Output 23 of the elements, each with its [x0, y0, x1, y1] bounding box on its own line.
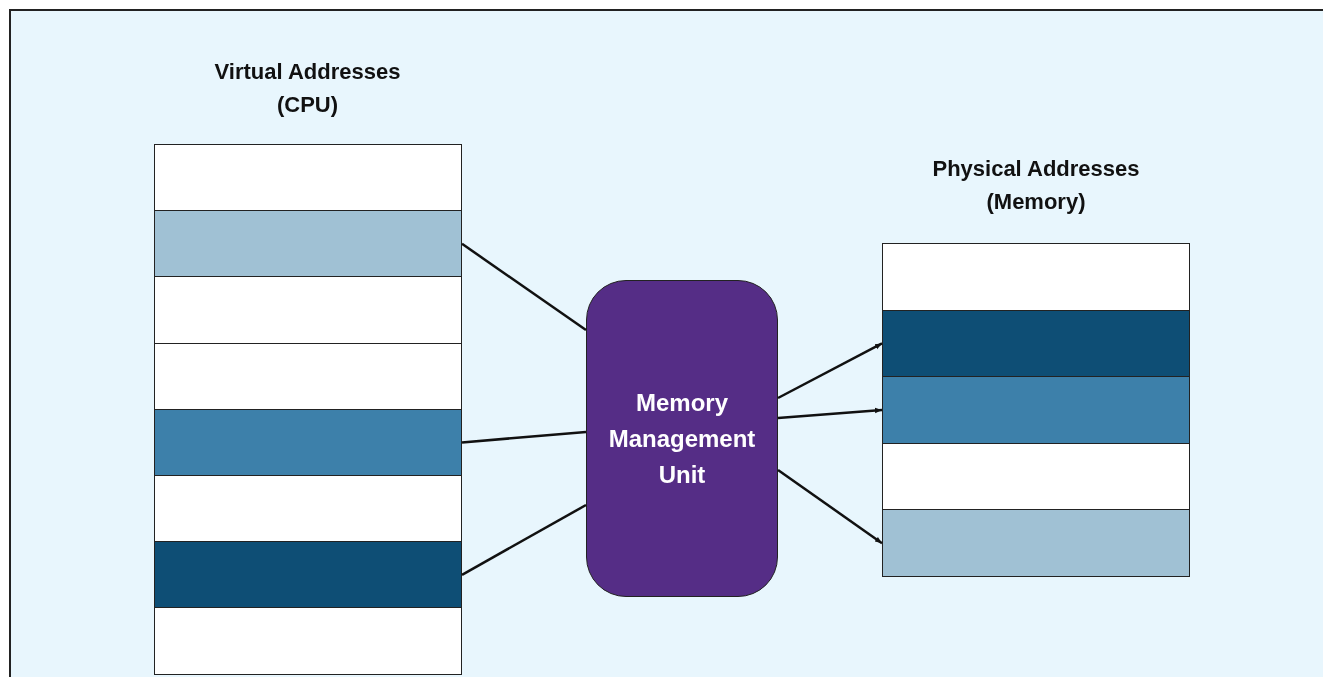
memory-block	[154, 210, 462, 278]
memory-block	[882, 243, 1190, 311]
memory-block	[154, 607, 462, 675]
memory-block	[882, 309, 1190, 378]
arrow	[777, 407, 883, 420]
memory-block	[154, 475, 462, 543]
memory-block	[882, 509, 1190, 577]
box-label: Memory Management Unit	[607, 387, 757, 490]
column-heading: Physical Addresses (Memory)	[931, 155, 1141, 216]
connector-line	[461, 242, 587, 332]
column-heading: Virtual Addresses (CPU)	[213, 58, 402, 119]
arrow	[777, 468, 883, 545]
arrow	[777, 342, 883, 400]
connector-line	[461, 503, 587, 576]
memory-block	[154, 276, 462, 344]
connector-line	[461, 430, 587, 444]
memory-block	[154, 144, 462, 212]
memory-block	[154, 541, 462, 609]
memory-block	[154, 342, 462, 410]
memory-block	[882, 376, 1190, 444]
memory-block	[154, 408, 462, 476]
memory-block	[882, 442, 1190, 511]
process-box	[586, 280, 778, 597]
